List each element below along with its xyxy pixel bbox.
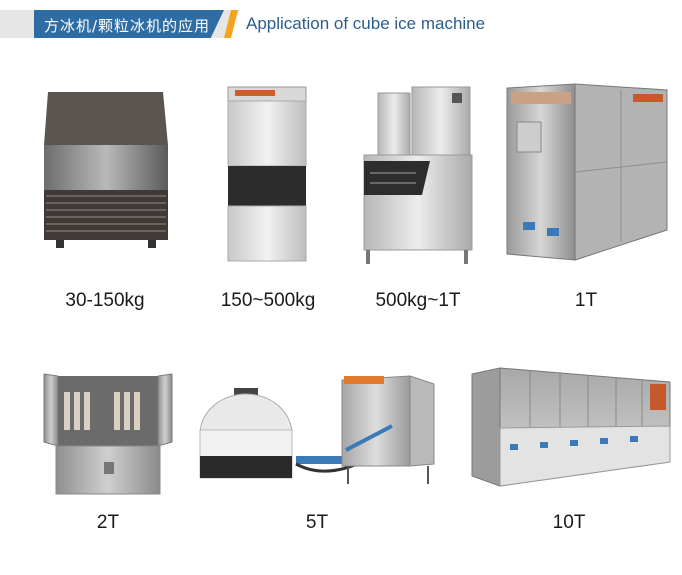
product-label-2t: 2T [96, 512, 120, 533]
product-image-150-500kg [227, 86, 307, 262]
page-header: 方冰机/颗粒冰机的应用 Application of cube ice mach… [0, 0, 682, 44]
product-label-150-500kg: 150~500kg [220, 290, 316, 311]
product-image-2t [43, 373, 173, 495]
product-label-5t: 5T [305, 512, 329, 533]
product-label-10t: 10T [552, 512, 586, 533]
header-tab-blue [34, 10, 224, 38]
product-label-30-150kg: 30-150kg [65, 290, 145, 311]
product-image-30-150kg [44, 92, 168, 248]
chinese-title: 方冰机/颗粒冰机的应用 [44, 17, 211, 35]
product-image-5t [199, 375, 435, 484]
english-title: Application of cube ice machine [246, 14, 486, 33]
product-label-1t: 1T [574, 290, 598, 311]
product-image-1t [506, 83, 668, 261]
product-label-500kg-1t: 500kg~1T [375, 290, 461, 311]
product-image-500kg-1t [363, 86, 473, 264]
product-image-10t [471, 367, 671, 487]
